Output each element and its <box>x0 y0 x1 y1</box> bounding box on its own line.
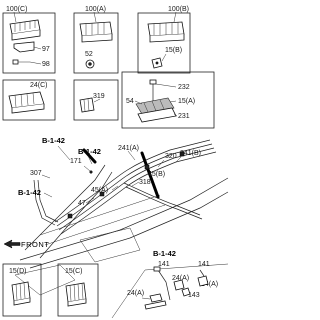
clamp-15c-part <box>65 282 87 307</box>
callout-54: 54 <box>126 98 134 105</box>
callout-171: 171 <box>70 158 82 165</box>
detail-box-clamp-15d: 15(D) <box>2 263 42 317</box>
parts-diagram: 100(C) 97 98 100(A) 52 <box>2 6 229 319</box>
callout-24a3: 24(A) <box>127 290 144 297</box>
ref-label-3[interactable]: B-1-42 <box>18 188 41 197</box>
front-label: FRONT <box>21 240 49 249</box>
callout-24a2: 24(A) <box>201 281 218 288</box>
callout-15c: 15(C) <box>65 268 83 275</box>
callout-15b: 15(B) <box>165 47 182 54</box>
callout-15d: 15(D) <box>9 268 27 275</box>
bolt-141b-part <box>199 269 205 277</box>
callout-97: 97 <box>42 46 50 53</box>
clip-319-part <box>79 97 95 113</box>
clip-24a-part-1 <box>173 279 185 291</box>
callout-24a1: 24(A) <box>172 275 189 282</box>
front-direction-arrow: FRONT <box>3 239 49 249</box>
screw-98-part <box>12 59 30 65</box>
detail-box-clip-100a: 100(A) 52 <box>73 6 119 74</box>
clip-100b-part <box>147 21 185 43</box>
clip-100a-part <box>79 21 113 43</box>
clamp-15b-part <box>151 57 163 69</box>
bracket-97-part <box>13 41 35 53</box>
detail-box-clip-319: 319 <box>73 79 119 121</box>
clamp-15d-part <box>11 281 31 306</box>
callout-307: 307 <box>30 170 42 177</box>
callout-143: 143 <box>188 292 200 299</box>
callout-231: 231 <box>178 113 190 120</box>
ref-label-4[interactable]: B-1-42 <box>153 249 176 258</box>
clip-24a-part-2 <box>197 275 209 287</box>
callout-232: 232 <box>178 84 190 91</box>
ref-label-1[interactable]: B-1-42 <box>42 136 65 145</box>
detail-box-clip-100b: 100(B) 15(B) <box>137 6 191 74</box>
callout-100b: 100(B) <box>168 6 189 13</box>
callout-45b: 45(B) <box>148 171 165 178</box>
callout-100c: 100(C) <box>6 6 27 13</box>
ref-label-2[interactable]: B-1-42 <box>78 147 101 156</box>
detail-box-clamp-15c: 15(C) <box>57 263 99 317</box>
main-assembly <box>14 139 229 296</box>
callout-241a: 241(A) <box>118 145 139 152</box>
grommet-52-part <box>85 59 95 69</box>
clip-24c-part <box>8 91 45 114</box>
callout-15a: 15(A) <box>178 98 195 105</box>
nut-143-part <box>181 287 191 297</box>
callout-320: 320 <box>165 153 177 160</box>
callout-141a: 141 <box>158 261 170 268</box>
clip-100c-part <box>9 19 41 41</box>
clamp-15a-part <box>135 97 175 115</box>
callout-98: 98 <box>42 61 50 68</box>
callout-319: 319 <box>93 93 105 100</box>
callout-52: 52 <box>85 51 93 58</box>
detail-box-hardware: 141 141 24(A) 24(A) 24(A) 143 <box>111 261 229 319</box>
detail-box-clamp-assembly: 232 54 15(A) 231 <box>121 71 215 129</box>
brake-line-bundle <box>54 139 217 235</box>
callout-45a: 45(A) <box>91 187 108 194</box>
pin-part <box>144 293 167 310</box>
callout-318: 318 <box>139 179 151 186</box>
detail-box-clip-100c: 100(C) 97 98 <box>2 6 56 74</box>
callout-100a: 100(A) <box>85 6 106 13</box>
callout-241b: 241(B) <box>180 150 201 157</box>
detail-box-clip-24c: 24(C) <box>2 79 56 121</box>
callout-24c: 24(C) <box>30 82 48 89</box>
callout-141b: 141 <box>198 261 210 268</box>
clamp-231-part <box>137 107 177 123</box>
bolt-141-part <box>153 266 171 301</box>
callout-47: 47 <box>78 200 86 207</box>
